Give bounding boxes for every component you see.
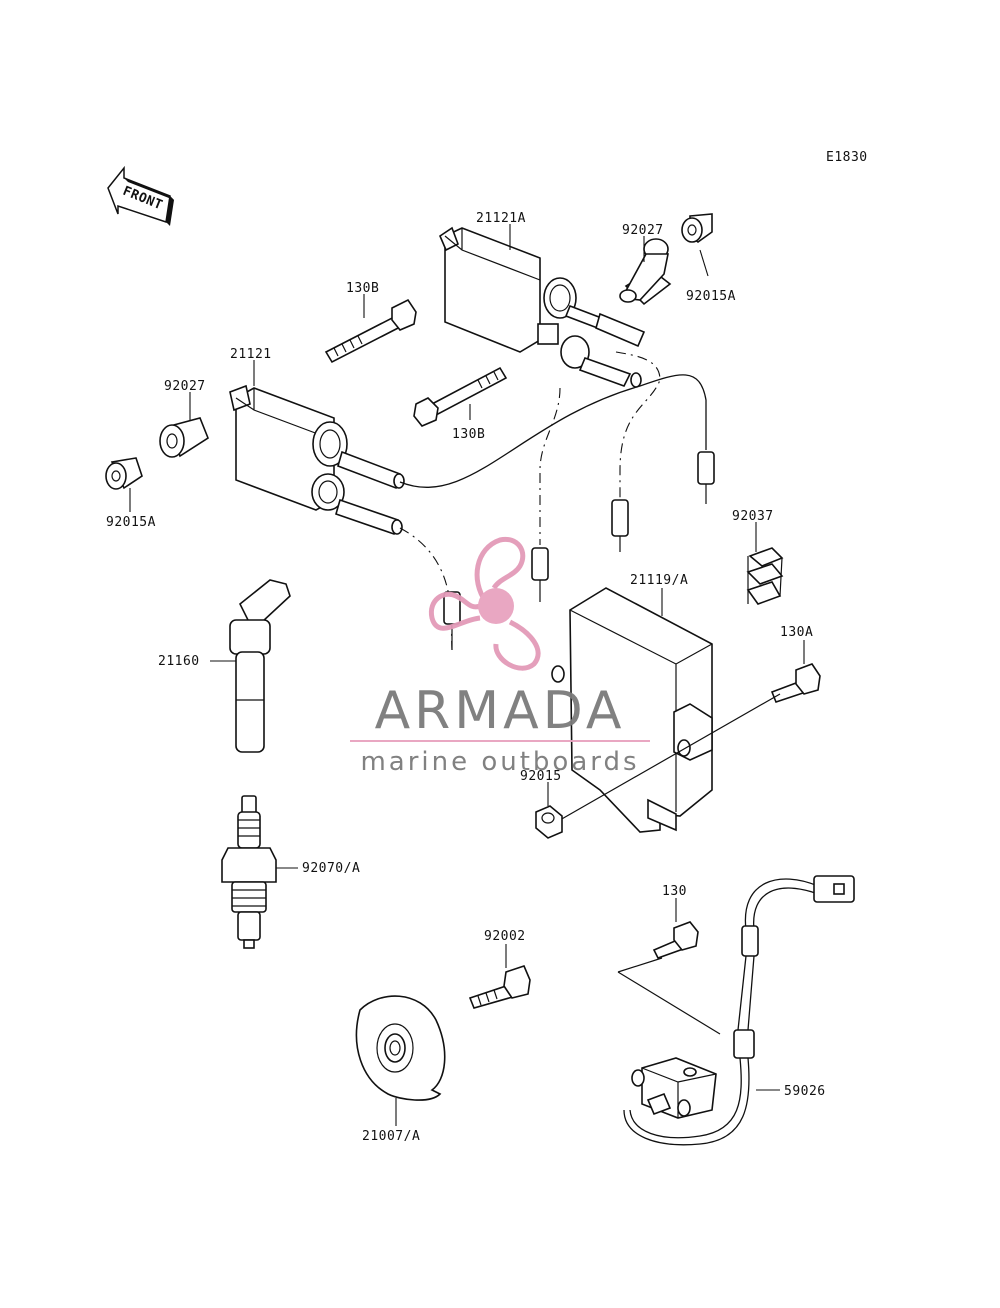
- collar-92015a-top: [681, 213, 713, 243]
- watermark-brand: ARMADA: [375, 681, 626, 741]
- label-21007a: 21007/A: [362, 1129, 420, 1144]
- label-92015a-top: 92015A: [686, 289, 736, 304]
- label-21160: 21160: [158, 654, 200, 669]
- spark-plug-92070a: [221, 795, 277, 949]
- label-130b-top: 130B: [346, 281, 379, 296]
- label-21121: 21121: [230, 347, 272, 362]
- front-arrow-icon: FRONT: [107, 165, 174, 226]
- label-92002: 92002: [484, 929, 526, 944]
- timing-rotor-21007a: [355, 995, 446, 1101]
- bolt-130b-top: [324, 298, 417, 364]
- collar-92027-left: [159, 417, 209, 458]
- ignition-coil-21121: [229, 384, 405, 536]
- label-21119a: 21119/A: [630, 573, 688, 588]
- propeller-logo-icon: [428, 536, 541, 671]
- diagram-code: E1830: [826, 150, 868, 165]
- label-130: 130: [662, 884, 687, 899]
- ignition-coil-21121a: [439, 226, 646, 388]
- label-130a: 130A: [780, 625, 813, 640]
- pickup-coil-59026: [623, 875, 855, 1146]
- bolt-130: [652, 921, 699, 959]
- nut-92015: [535, 805, 563, 839]
- bolt-130a: [770, 663, 821, 703]
- label-59026: 59026: [784, 1084, 826, 1099]
- clamp-92037: [746, 547, 784, 605]
- watermark-tagline: marine outboards: [360, 747, 639, 777]
- bolt-92002: [468, 965, 531, 1009]
- plug-cap-21160: [229, 579, 291, 753]
- collar-92015a-left: [105, 457, 143, 490]
- collar-92027-top: [619, 238, 672, 306]
- label-92037: 92037: [732, 509, 774, 524]
- igniter-21119a: [551, 587, 713, 833]
- label-21121a: 21121A: [476, 211, 526, 226]
- bolt-130b-mid: [413, 366, 508, 427]
- label-92027-left: 92027: [164, 379, 206, 394]
- label-92015a-left: 92015A: [106, 515, 156, 530]
- armada-watermark: ARMADA marine outboards: [350, 536, 650, 777]
- label-92015: 92015: [520, 769, 562, 784]
- label-92070a: 92070/A: [302, 861, 360, 876]
- leader-lines: [129, 224, 805, 1126]
- label-92027-top: 92027: [622, 223, 664, 238]
- label-130b-mid: 130B: [452, 427, 485, 442]
